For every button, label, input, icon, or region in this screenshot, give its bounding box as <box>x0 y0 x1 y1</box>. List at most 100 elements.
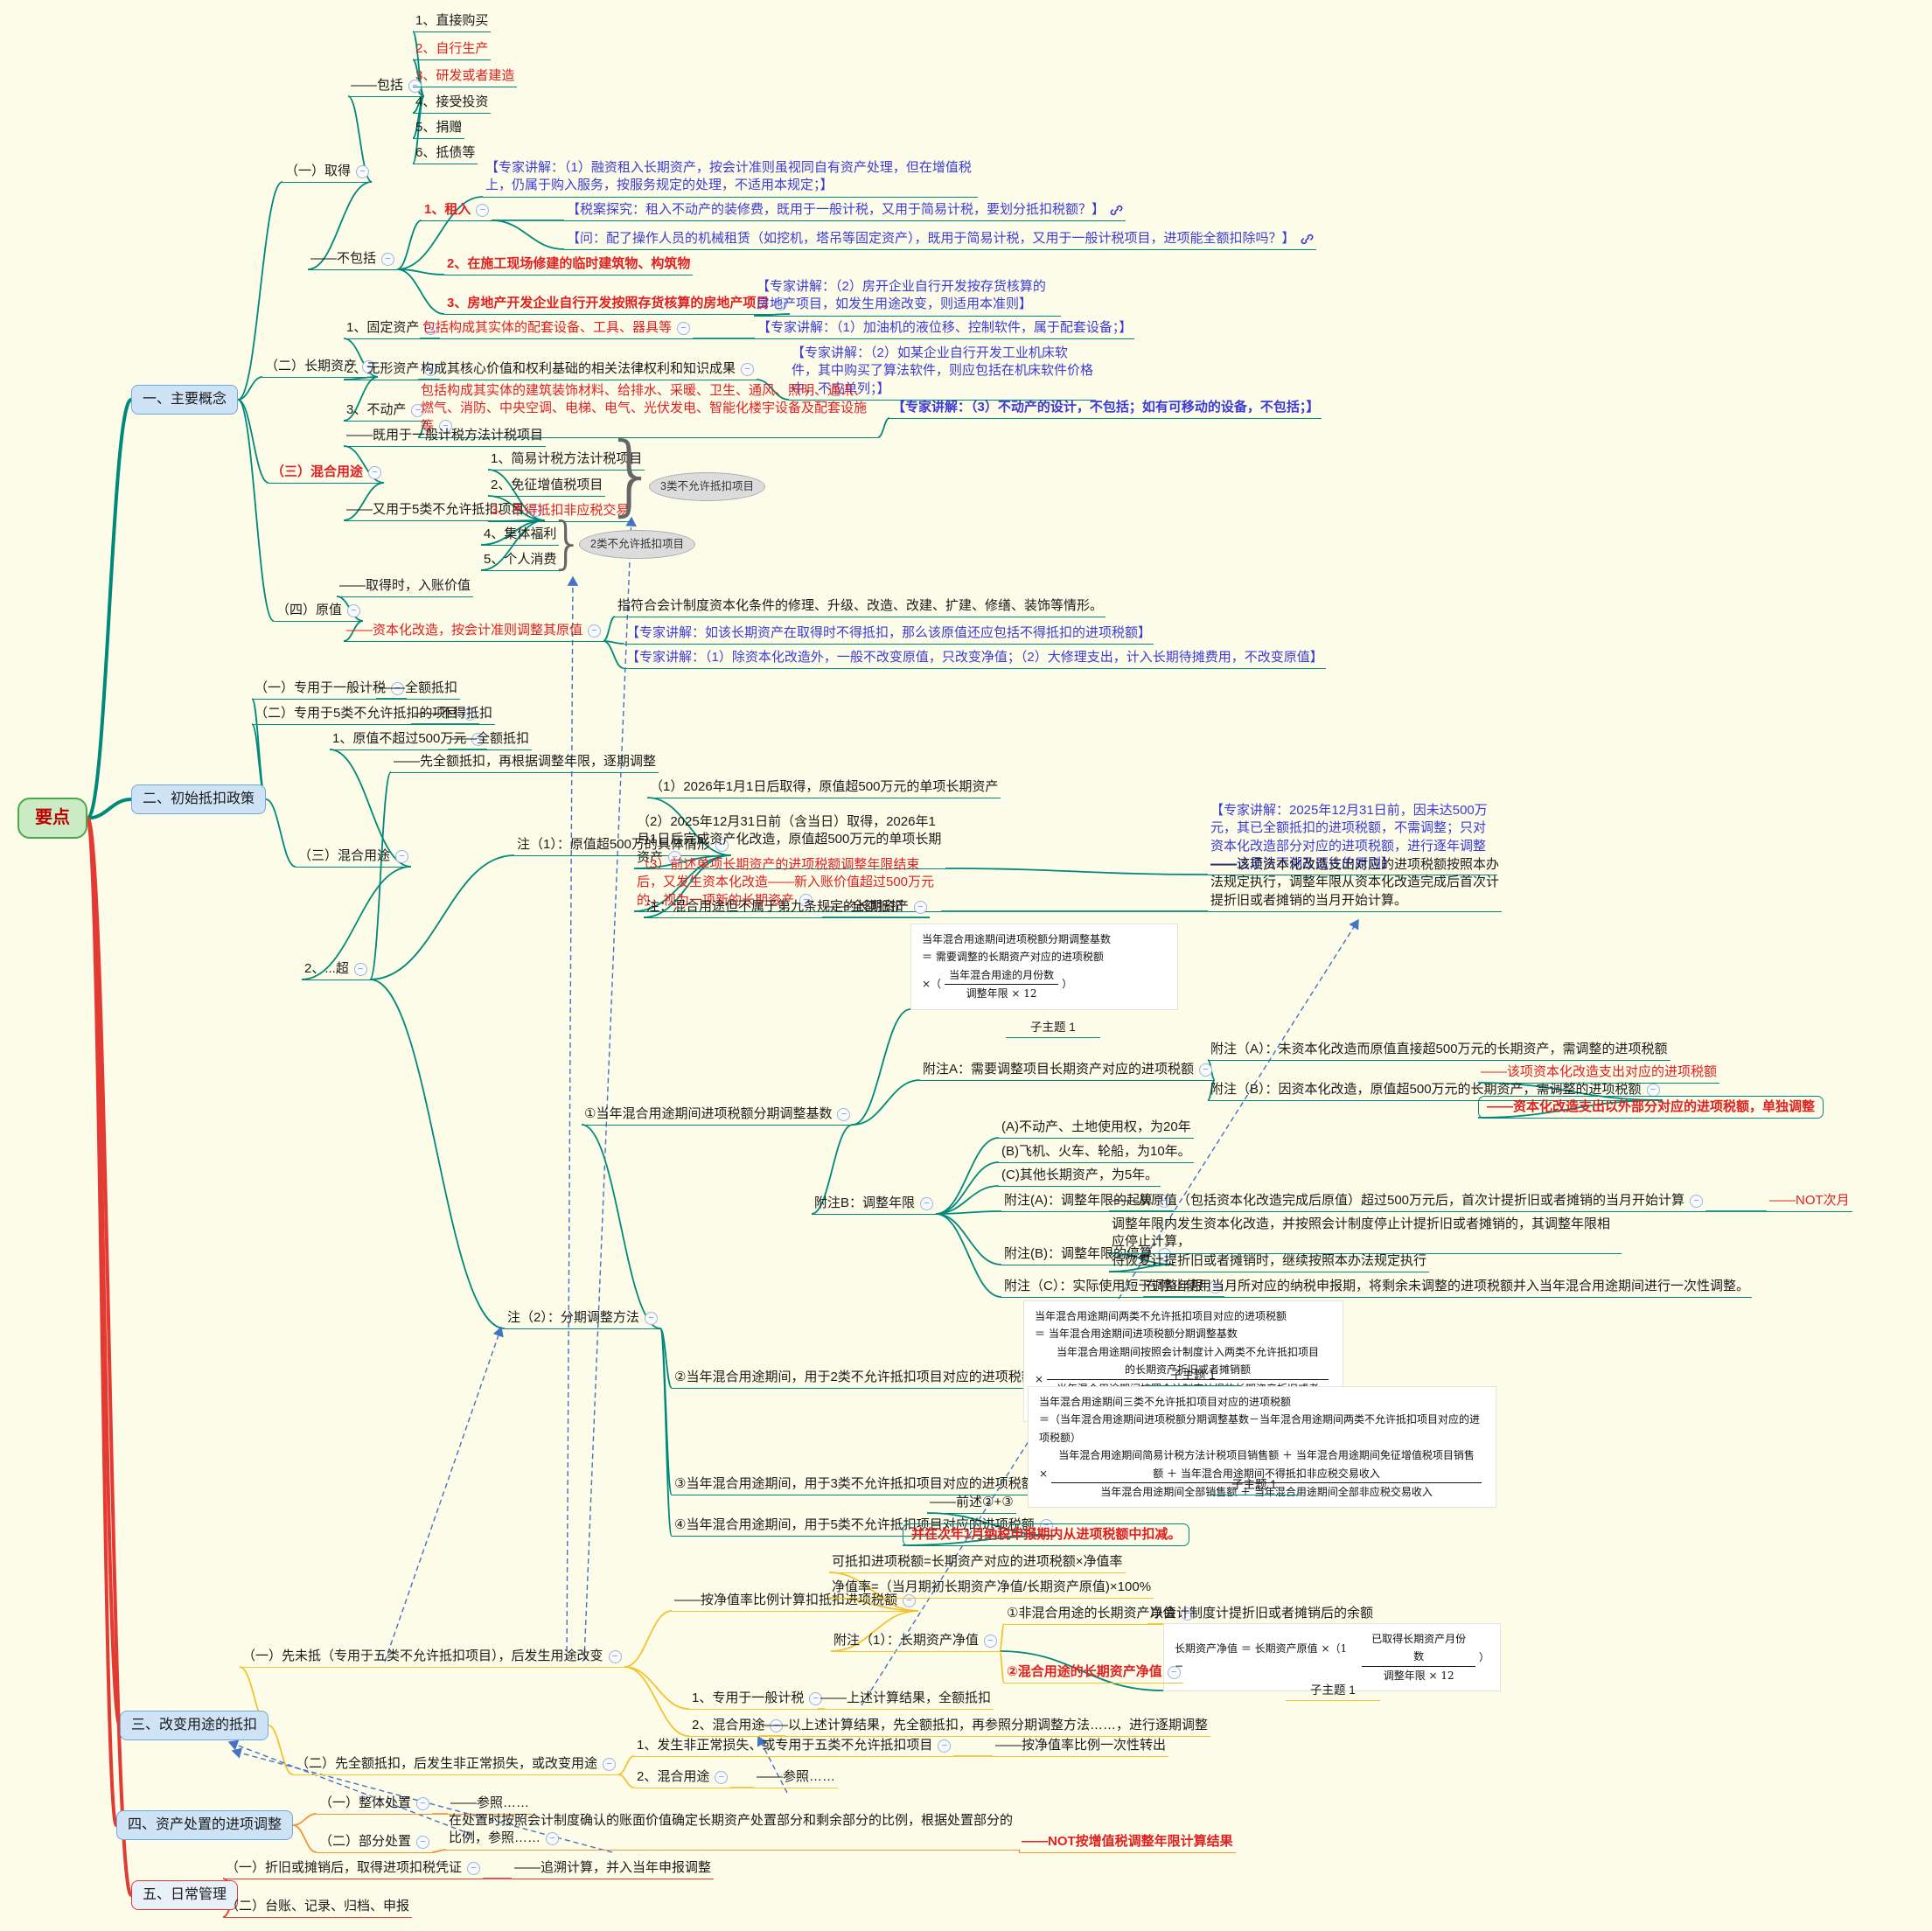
mindmap-node[interactable]: 净值率=（当月期初长期资产净值/长期资产原值)×100% <box>829 1579 1154 1600</box>
mindmap-node[interactable]: ——不包括− <box>308 250 398 271</box>
collapse-icon[interactable]: − <box>809 1691 823 1705</box>
mindmap-node[interactable]: 指符合会计制度资本化条件的修理、升级、改造、改建、扩建、修缮、装饰等情形。 <box>615 597 1106 618</box>
mindmap-node[interactable]: （三）混合用途− <box>269 464 385 484</box>
collapse-icon[interactable]: − <box>416 1796 430 1810</box>
collapse-icon[interactable]: − <box>381 252 395 266</box>
mindmap-node[interactable]: ④当年混合用途期间，用于5类不允许抵扣项目对应的进项税额− <box>672 1516 1056 1537</box>
mindmap-node[interactable]: (C)其他长期资产，为5年。 <box>999 1167 1161 1188</box>
mindmap-node[interactable]: 2、混合用途− <box>634 1768 731 1789</box>
collapse-icon[interactable]: − <box>1690 1194 1704 1208</box>
mindmap-node[interactable]: ①非混合用途的长期资产净值− <box>1004 1605 1197 1626</box>
mindmap-node[interactable]: 5、捐赠 <box>413 119 465 140</box>
mindmap-node[interactable]: ——按净值率比例计算扣抵扣进项税额− <box>672 1592 919 1613</box>
mindmap-node[interactable]: 【专家讲解：（2）如某企业自行开发工业机床软件，其中购买了算法软件，则应包括在机… <box>789 345 1096 401</box>
mindmap-node[interactable]: ——按净值率比例一次性转出 <box>993 1737 1169 1758</box>
mindmap-node[interactable]: ——以上述计算结果，先全额抵扣，再参照分期调整方法……，进行逐期调整 <box>759 1717 1211 1738</box>
mindmap-node[interactable]: 1、专用于一般计税− <box>689 1690 826 1711</box>
mindmap-node[interactable]: 2、自行生产 <box>413 40 492 61</box>
formula-image[interactable]: 当年混合用途期间进项税额分期调整基数＝ 需要调整的长期资产对应的进项税额×（当年… <box>910 924 1178 1010</box>
mindmap-node[interactable]: 构成其核心价值和权利基础的相关法律权利和知识成果− <box>418 360 757 381</box>
mindmap-node[interactable]: 2、...超− <box>302 960 370 981</box>
mindmap-node[interactable]: 1、直接购买 <box>413 12 492 33</box>
mindmap-node[interactable]: ——前述②+③ <box>927 1494 1016 1515</box>
mindmap-node[interactable]: 1、简易计税方法计税项目 <box>488 450 645 471</box>
mindmap-node[interactable]: （二）先全额抵扣，后发生非正常损失，或改变用途− <box>293 1755 619 1776</box>
collapse-icon[interactable]: − <box>347 603 361 617</box>
highlight-node[interactable]: ——资本化改造支出以外部分对应的进项税额，单独调整 <box>1478 1096 1824 1119</box>
mindmap-node[interactable]: （三）混合用途− <box>296 847 412 868</box>
mindmap-node[interactable]: 附注(A)：调整年限的起算− <box>1001 1192 1174 1213</box>
mindmap-node[interactable]: ——全额抵扣 <box>448 730 533 751</box>
mindmap-node[interactable]: 附注(B)：调整年限的停算− <box>1001 1245 1174 1266</box>
subtopic-caption[interactable]: 子主题 1 <box>1146 1368 1240 1387</box>
mindmap-node[interactable]: 在处置时按照会计制度确认的账面价值确定长期资产处置部分和剩余部分的比例，根据处置… <box>446 1812 1020 1851</box>
collapse-icon[interactable]: − <box>837 1107 851 1121</box>
collapse-icon[interactable]: − <box>983 1634 997 1648</box>
mindmap-node[interactable]: （3）前述单项长期资产的进项税额调整年限结束后，又发生资本化改造——新入账价值超… <box>634 856 941 912</box>
collapse-icon[interactable]: − <box>644 1311 658 1325</box>
link-icon[interactable] <box>1301 233 1314 246</box>
collapse-icon[interactable]: − <box>362 359 376 373</box>
collapse-icon[interactable]: − <box>464 707 478 721</box>
main-topic[interactable]: 四、资产处置的进项调整 <box>116 1810 294 1840</box>
mindmap-node[interactable]: 附注（C）：实际使用短于调整年限− <box>1001 1278 1225 1299</box>
mindmap-node[interactable]: 注：混合用途但不属于第九条规定的长期资产− <box>644 898 931 919</box>
mindmap-node[interactable]: 4、集体福利 <box>481 526 560 547</box>
mindmap-node[interactable]: 【专家讲解：（3）不动产的设计，不包括；如有可移动的设备，不包括；】 <box>889 399 1322 420</box>
mindmap-node[interactable]: ——NOT按增值税调整年限计算结果 <box>1019 1833 1236 1854</box>
mindmap-node[interactable]: 【专家讲解：（1）除资本化改造外，一般不改变原值，只改变净值；（2）大修理支出，… <box>624 649 1326 670</box>
mindmap-node[interactable]: 2、混合用途− <box>689 1717 786 1738</box>
mindmap-node[interactable]: 附注A：需要调整项目长期资产对应的进项税额− <box>920 1061 1216 1082</box>
mindmap-node[interactable]: 【专家讲解：如该长期资产在取得时不得抵扣，那么该原值还应包括不得抵扣的进项税额】 <box>624 624 1154 645</box>
collapse-icon[interactable]: − <box>416 1835 430 1849</box>
mindmap-node[interactable]: 【税案探究：租入不动产的装修费，既用于一般计税，又用于简易计税，要划分抵扣税额？… <box>564 201 1126 222</box>
main-topic[interactable]: 五、日常管理 <box>131 1880 239 1910</box>
highlight-node[interactable]: 并在次年1月纳税申报期内从进项税额中扣减。 <box>903 1523 1190 1547</box>
collapse-icon[interactable]: − <box>1181 1607 1195 1621</box>
mindmap-node[interactable]: （二）专用于5类不允许抵扣的项目− <box>252 705 480 726</box>
mindmap-node[interactable]: （一）专用于一般计税− <box>252 680 408 701</box>
mindmap-node[interactable]: 3、不得抵扣非应税交易 <box>488 502 632 523</box>
mindmap-node[interactable]: ——NOT次月 <box>1767 1192 1852 1213</box>
mindmap-node[interactable]: ——参照…… <box>448 1795 533 1816</box>
collapse-icon[interactable]: − <box>1209 1279 1223 1293</box>
mindmap-node[interactable]: 在停止使用当月所对应的纳税申报期，将剩余未调整的进项税额并入当年混合用途期间进行… <box>1143 1278 1753 1299</box>
collapse-icon[interactable]: − <box>391 681 405 695</box>
mindmap-node[interactable]: （一）取得− <box>282 163 373 184</box>
main-topic[interactable]: 三、改变用途的抵扣 <box>120 1711 269 1740</box>
mindmap-node[interactable]: ——不得抵扣 <box>411 705 496 726</box>
mindmap-node[interactable]: 附注（1）：长期资产净值− <box>831 1632 1000 1653</box>
collapse-icon[interactable]: − <box>903 1593 917 1607</box>
mindmap-node[interactable]: 3、房地产开发企业自行开发按照存货核算的房地产项目− <box>444 295 791 316</box>
mindmap-node[interactable]: ①当年混合用途期间进项税额分期调整基数− <box>582 1105 854 1126</box>
collapse-icon[interactable]: − <box>1039 1518 1053 1532</box>
collapse-icon[interactable]: − <box>356 164 370 178</box>
collapse-icon[interactable]: − <box>1158 1247 1171 1261</box>
mindmap-node[interactable]: （二）台账、记录、归档、申报 <box>223 1898 413 1919</box>
subtopic-caption[interactable]: 子主题 1 <box>1006 1020 1100 1039</box>
mindmap-node[interactable]: 【问：配了操作人员的机械租赁（如挖机，塔吊等固定资产），既用于简易计税，又用于一… <box>564 230 1316 251</box>
mindmap-node[interactable]: ——全额抵扣 <box>376 680 461 701</box>
mindmap-node[interactable]: ——取得时，入账价值 <box>337 577 474 598</box>
mindmap-node[interactable]: ——资本化改造，按会计准则调整其原值− <box>344 622 604 643</box>
mindmap-node[interactable]: （一）先未抵（专用于五类不允许抵扣项目），后发生用途改变− <box>240 1648 624 1669</box>
collapse-icon[interactable]: − <box>715 838 729 852</box>
mindmap-node[interactable]: ——包括− <box>348 77 425 98</box>
mindmap-node[interactable]: (B)飞机、火车、轮船，为10年。 <box>999 1143 1194 1164</box>
subtopic-caption[interactable]: 子主题 1 <box>1286 1683 1380 1702</box>
mindmap-node[interactable]: ——参照…… <box>754 1768 839 1789</box>
mindmap-node[interactable]: 3、不动产− <box>344 401 428 422</box>
collapse-icon[interactable]: − <box>677 321 691 335</box>
mindmap-node[interactable]: （2）2025年12月31日前（含当日）取得，2026年1月1日后完成资产化改造… <box>634 813 945 869</box>
mindmap-node[interactable]: ——上述计算结果，全额抵扣 <box>818 1690 994 1711</box>
mindmap-node[interactable]: 6、抵债等 <box>413 144 478 165</box>
collapse-icon[interactable]: − <box>529 503 543 517</box>
mindmap-node[interactable]: 注（1）：原值超500万的具体情形− <box>514 836 731 857</box>
mindmap-node[interactable]: (A)不动产、土地使用权，为20年 <box>999 1119 1194 1140</box>
mindmap-node[interactable]: （1）2026年1月1日后取得，原值超500万元的单项长期资产 <box>647 778 1001 799</box>
collapse-icon[interactable]: − <box>395 849 409 863</box>
mindmap-node[interactable]: 【专家讲解：（2）房开企业自行开发按存货核算的房地产项目，如发生用途改变，则适用… <box>754 278 1061 317</box>
mindmap-node[interactable]: 【专家讲解：（1）加油机的液位移、控制软件，属于配套设备；】 <box>755 319 1135 340</box>
main-topic[interactable]: 二、初始抵扣政策 <box>131 784 267 814</box>
mindmap-node[interactable]: ——追溯计算，并入当年申报调整 <box>512 1859 715 1880</box>
